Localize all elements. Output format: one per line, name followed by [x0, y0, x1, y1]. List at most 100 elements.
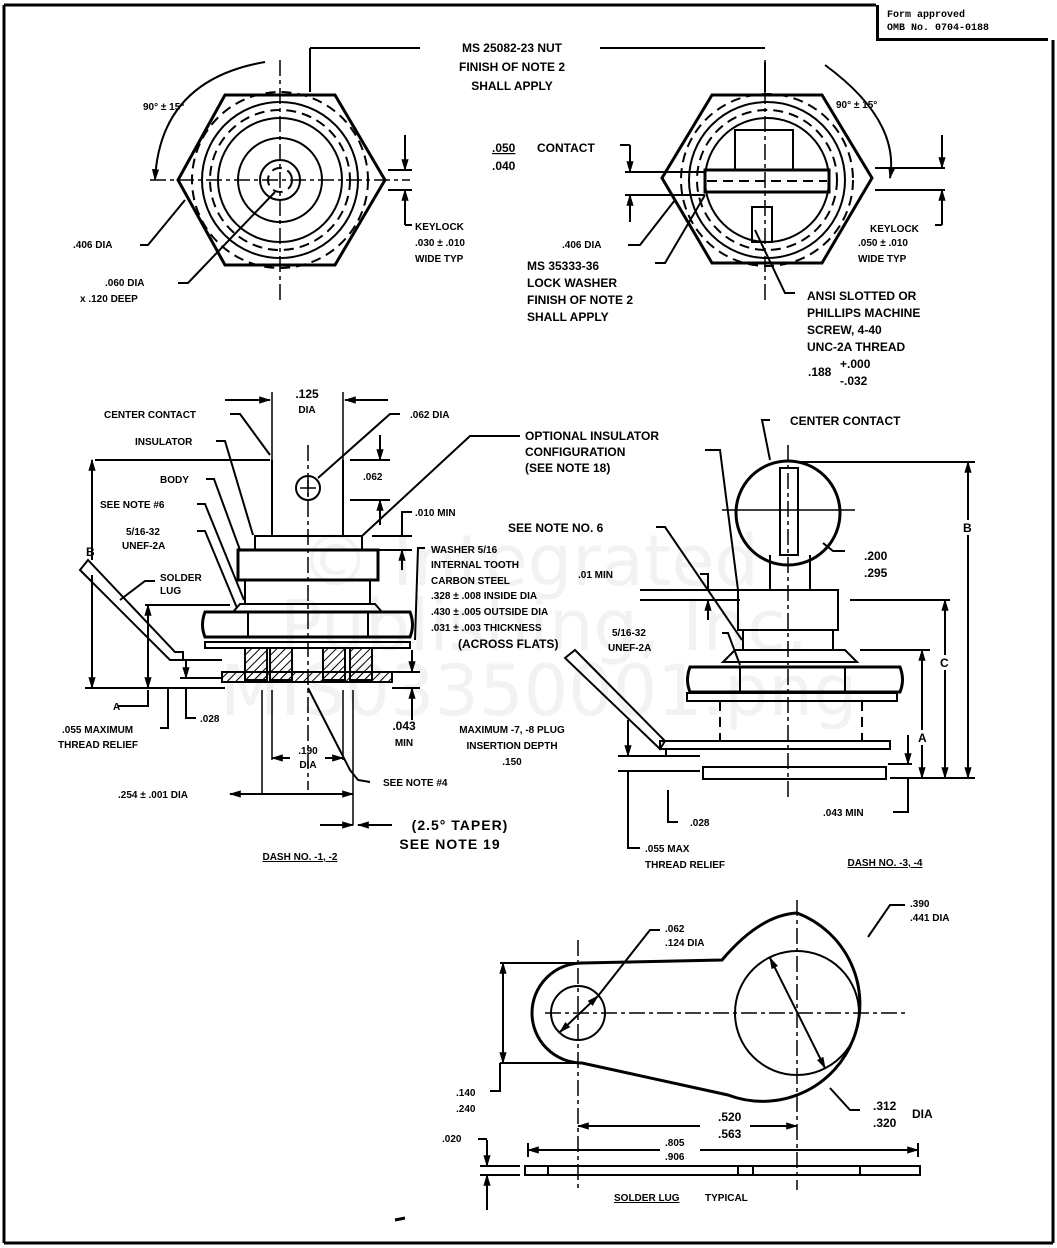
angle-label-right: 90° ± 15° — [836, 100, 877, 111]
dim-028-label-2: .028 — [690, 818, 710, 829]
center-dist-b: .563 — [718, 1127, 742, 1141]
thread-relief-2a: .055 MAX — [645, 844, 690, 855]
dim-043-unit-1: MIN — [395, 738, 413, 749]
overall-len-a: .805 — [665, 1138, 685, 1149]
keylock-tol-left: .030 ± .010 — [415, 238, 465, 249]
dia-190-unit: DIA — [299, 760, 316, 771]
keylock-label-left: KEYLOCK — [415, 222, 465, 233]
dim-043-label-2: .043 MIN — [823, 808, 864, 819]
solder-lug-label-b: LUG — [160, 586, 181, 597]
inner-dia-a: .312 — [873, 1099, 897, 1113]
plug-depth-line1: MAXIMUM -7, -8 PLUG — [459, 725, 565, 736]
nut-callout-line2: FINISH OF NOTE 2 — [459, 60, 565, 74]
page-border — [2, 3, 1055, 1245]
screw-line2: PHILLIPS MACHINE — [807, 306, 920, 320]
thread-relief-1b: THREAD RELIEF — [58, 740, 138, 751]
washer-line6: .031 ± .003 THICKNESS — [431, 623, 542, 634]
thread-label-2a: 5/16-32 — [612, 628, 646, 639]
lock-washer-line2: LOCK WASHER — [527, 276, 617, 290]
front-view-left — [140, 47, 420, 300]
thread-label-1b: UNEF-2A — [122, 541, 165, 552]
screw-tol-plus: +.000 — [840, 357, 871, 371]
washer-line4: .328 ± .008 INSIDE DIA — [431, 591, 537, 602]
dim-200-label: .200 — [864, 549, 888, 563]
dia-125-unit: DIA — [298, 405, 315, 416]
hole-depth-label: x .120 DEEP — [80, 294, 138, 305]
dia-125-value: .125 — [295, 387, 319, 401]
thread-relief-2b: THREAD RELIEF — [645, 860, 725, 871]
optional-insulator-line2: CONFIGURATION — [525, 445, 625, 459]
screw-line3: SCREW, 4-40 — [807, 323, 882, 337]
small-hole-dia-b: .124 DIA — [665, 938, 704, 949]
form-approved-text: Form approved — [887, 10, 966, 21]
dim-028-label-1: .028 — [200, 714, 220, 725]
see-note-6-label: SEE NOTE #6 — [100, 500, 165, 511]
screw-tol-minus: -.032 — [840, 374, 868, 388]
contact-label: CONTACT — [537, 141, 595, 155]
taper-label: (2.5° TAPER) — [412, 817, 509, 833]
washer-line5: .430 ± .005 OUTSIDE DIA — [431, 607, 548, 618]
washer-line3: CARBON STEEL — [431, 576, 510, 587]
screw-length: .188 — [808, 365, 832, 379]
nut-callout-line3: SHALL APPLY — [471, 79, 553, 93]
hole-dia-label: .060 DIA — [105, 278, 144, 289]
optional-insulator-line1: OPTIONAL INSULATOR — [525, 429, 659, 443]
dim-b-label-1: B — [86, 545, 95, 559]
optional-insulator-line3: (SEE NOTE 18) — [525, 461, 610, 475]
dia-406-right: .406 DIA — [562, 240, 601, 251]
small-hole-dia-a: .062 — [665, 924, 685, 935]
dim-043-value-1: .043 — [392, 719, 416, 733]
outer-dia-a: .390 — [910, 899, 930, 910]
dash-3-4-title: DASH NO. -3, -4 — [847, 858, 922, 869]
form-approval-stamp: Form approved OMB No. 0704-0188 — [876, 5, 1048, 41]
dim-a-label-2: A — [918, 731, 927, 745]
height-b: .240 — [456, 1104, 476, 1115]
center-dist-a: .520 — [718, 1110, 742, 1124]
dim-062-label: .062 — [363, 472, 383, 483]
outer-dia-b: .441 DIA — [910, 913, 949, 924]
dia-406-left: .406 DIA — [73, 240, 112, 251]
screw-line1: ANSI SLOTTED OR — [807, 289, 917, 303]
washer-line2: INTERNAL TOOTH — [431, 560, 519, 571]
inner-dia-suffix: DIA — [912, 1107, 933, 1121]
dia-254-label: .254 ± .001 DIA — [118, 790, 188, 801]
solder-lug-title: SOLDER LUG — [614, 1193, 680, 1204]
keylock-label-right: KEYLOCK — [870, 224, 920, 235]
taper-note: SEE NOTE 19 — [399, 836, 500, 852]
insulator-label: INSULATOR — [135, 437, 193, 448]
thread-label-1a: 5/16-32 — [126, 527, 160, 538]
min-010-label: .010 MIN — [415, 508, 456, 519]
front-view-right — [620, 60, 946, 300]
dim-b-label-2: B — [963, 521, 972, 535]
see-note-no-6-label: SEE NOTE NO. 6 — [508, 521, 604, 535]
center-contact-label-2: CENTER CONTACT — [790, 414, 901, 428]
contact-dim-top: .050 — [492, 141, 516, 155]
watermark-line1: © Integrated — [300, 520, 759, 602]
side-view-dash-1-2 — [78, 392, 520, 829]
solder-lug-view — [394, 900, 921, 1222]
nut-callout — [600, 47, 766, 92]
dim-a-label-1: A — [113, 702, 120, 713]
center-contact-label: CENTER CONTACT — [104, 410, 196, 421]
lock-washer-line4: SHALL APPLY — [527, 310, 609, 324]
height-a: .140 — [456, 1088, 476, 1099]
nut-callout-line1: MS 25082-23 NUT — [462, 41, 563, 55]
body-label: BODY — [160, 475, 189, 486]
side-view-dash-3-4 — [563, 419, 975, 849]
thread-label-2b: UNEF-2A — [608, 643, 651, 654]
solder-lug-label-a: SOLDER — [160, 573, 202, 584]
contact-dim-bottom: .040 — [492, 159, 516, 173]
angle-label-left: 90° ± 15° — [143, 102, 184, 113]
min-01-label: .01 MIN — [578, 570, 613, 581]
dash-1-2-title: DASH NO. -1, -2 — [262, 852, 337, 863]
omb-number-text: OMB No. 0704-0188 — [887, 23, 990, 34]
dia-062-label: .062 DIA — [410, 410, 449, 421]
dim-295-label: .295 — [864, 566, 888, 580]
keylock-wide-left: WIDE TYP — [415, 254, 464, 265]
overall-len-b: .906 — [665, 1152, 685, 1163]
solder-lug-typical: TYPICAL — [705, 1193, 748, 1204]
screw-line4: UNC-2A THREAD — [807, 340, 906, 354]
washer-line7: (ACROSS FLATS) — [458, 637, 558, 651]
plug-depth-line2: INSERTION DEPTH — [466, 741, 557, 752]
